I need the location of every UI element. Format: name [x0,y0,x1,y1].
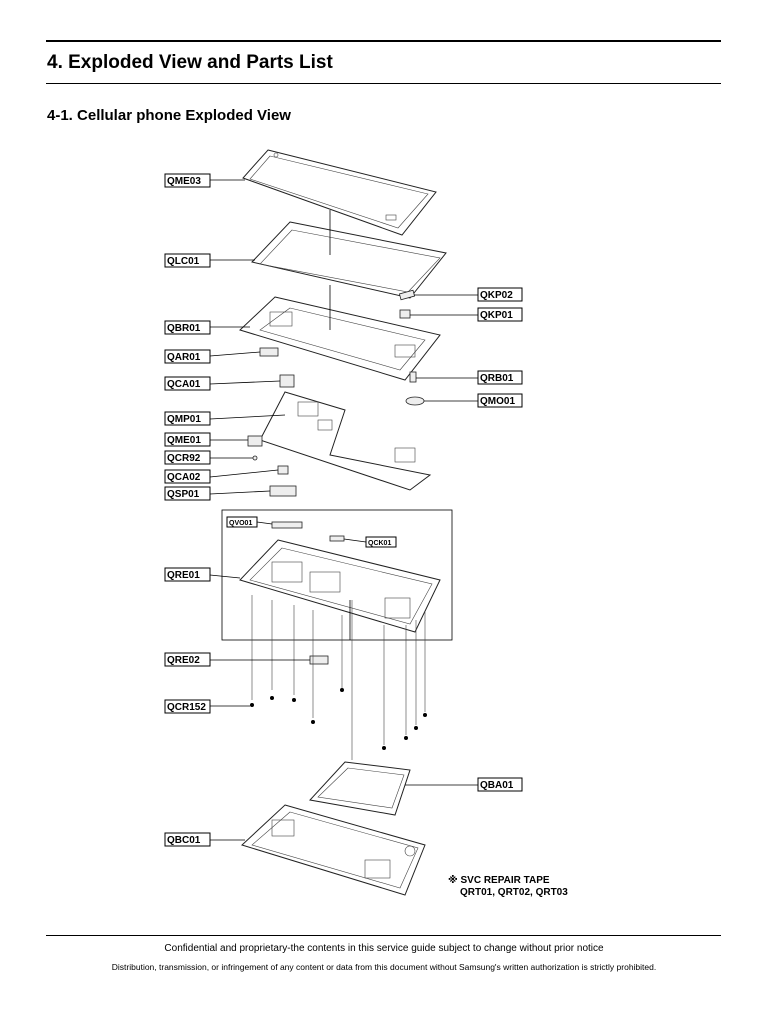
lcd-part [251,221,447,299]
label-QVO01: QVO01 [226,516,258,528]
label-QKP02: QKP02 [477,287,523,302]
rubber-part [409,371,417,383]
label-QRB01: QRB01 [477,370,523,385]
section-title: 4-1. Cellular phone Exploded View [47,107,291,124]
repair-tape-note: ※ SVC REPAIR TAPE [448,875,550,886]
screw-set-part [250,595,427,750]
svg-text:QCK01: QCK01 [368,540,391,547]
shield-part [247,435,263,447]
label-QCA01: QCA01 [164,376,211,391]
page-title: 4. Exploded View and Parts List [47,52,333,73]
svg-text:QAR01: QAR01 [167,352,201,363]
svg-text:QLC01: QLC01 [167,256,200,267]
svg-text:QMO01: QMO01 [480,396,515,407]
label-QCR152: QCR152 [164,699,211,714]
repair-tape-parts: QRT01, QRT02, QRT03 [460,887,568,898]
svg-text:QRB01: QRB01 [480,373,514,384]
top-rule [46,40,721,42]
power-key-part [329,535,345,542]
svg-text:QCR152: QCR152 [167,702,206,713]
volume-key-part [271,521,303,529]
svg-text:QKP02: QKP02 [480,290,513,301]
svg-text:QME01: QME01 [167,435,201,446]
label-QRE02: QRE02 [164,652,211,667]
label-QMP01: QMP01 [164,411,211,426]
key-cap-part [398,289,416,301]
rear-case-part [239,539,441,633]
leader-lines [209,179,478,841]
svg-text:QBA01: QBA01 [480,780,514,791]
svg-text:QKP01: QKP01 [480,310,513,321]
label-QBC01: QBC01 [164,832,211,847]
footer-rule [46,935,721,936]
label-QBA01: QBA01 [477,777,523,792]
front-camera-part [277,465,289,475]
label-QRE01: QRE01 [164,567,211,582]
svg-text:QCA02: QCA02 [167,472,201,483]
svg-text:QVO01: QVO01 [229,520,252,527]
battery-cover-part [241,804,426,896]
svg-text:QRE02: QRE02 [167,655,200,666]
antenna-part [259,347,279,357]
label-QSP01: QSP01 [164,486,211,501]
svg-text:QBR01: QBR01 [167,323,201,334]
main-pcb-part [259,391,432,491]
label-QME03: QME03 [164,173,211,188]
speaker-part [269,485,297,497]
battery-part [309,761,411,816]
title-rule [46,83,721,84]
footer-confidential: Confidential and proprietary-the content… [164,943,604,954]
front-glass-part [242,149,437,236]
camera-part [279,374,295,388]
svg-text:QBC01: QBC01 [167,835,201,846]
label-QME01: QME01 [164,432,211,447]
svg-text:QRE01: QRE01 [167,570,200,581]
label-QLC01: QLC01 [164,253,211,268]
svg-text:QME03: QME03 [167,176,201,187]
screw-qcr92-part [252,455,258,461]
label-QCR92: QCR92 [164,450,211,465]
label-QAR01: QAR01 [164,349,211,364]
label-QMO01: QMO01 [477,393,523,408]
key-pcb-part [399,309,411,319]
motor-part [405,396,425,406]
svg-text:QSP01: QSP01 [167,489,200,500]
svg-text:QCR92: QCR92 [167,453,201,464]
svg-text:QMP01: QMP01 [167,414,201,425]
rear-case-group-frame [221,509,453,641]
footer-distribution: Distribution, transmission, or infringem… [111,962,657,972]
label-QKP01: QKP01 [477,307,523,322]
label-QBR01: QBR01 [164,320,211,335]
bracket-part [239,296,441,381]
label-QCK01: QCK01 [365,536,397,548]
label-QCA02: QCA02 [164,469,211,484]
svg-text:QCA01: QCA01 [167,379,201,390]
